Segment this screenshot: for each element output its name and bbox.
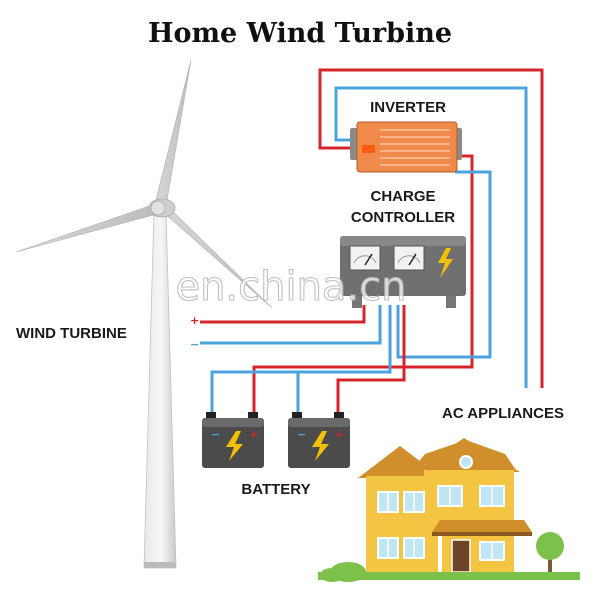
wind-turbine <box>15 59 273 569</box>
meter-right-icon <box>393 245 425 271</box>
charge-controller <box>340 236 466 308</box>
battery-1-bolt-icon <box>226 431 243 461</box>
battery-label: BATTERY <box>241 481 310 498</box>
battery-2-bolt-icon <box>312 431 329 461</box>
turbine-blade-up <box>154 59 192 207</box>
turbine-blue-wire <box>200 305 382 345</box>
inverter-dc-blue-wire <box>396 170 492 359</box>
battery-blue-main-wire <box>210 305 392 415</box>
negative-sign: − <box>190 338 199 351</box>
wiring <box>200 68 544 415</box>
ac-red-wire <box>318 68 544 388</box>
battery-red-link-wire <box>336 305 406 415</box>
battery-1: − + <box>202 412 264 468</box>
inverter-label: INVERTER <box>370 99 446 116</box>
page-title: Home Wind Turbine <box>148 18 452 49</box>
charge-controller-label-line1: CHARGE <box>370 188 435 205</box>
inverter <box>350 121 462 173</box>
wind-turbine-label: WIND TURBINE <box>16 325 127 342</box>
tree-icon <box>536 532 564 560</box>
charge-controller-label-line2: CONTROLLER <box>351 209 455 226</box>
house-door <box>451 539 471 573</box>
ground <box>318 572 580 580</box>
turbine-tower <box>143 211 177 569</box>
house-illustration <box>318 438 580 582</box>
battery-1-positive-sign: + <box>249 428 258 441</box>
ac-appliances-label: AC APPLIANCES <box>442 405 564 422</box>
watermark: en.china.cn <box>175 264 406 310</box>
battery-1-negative-sign: − <box>211 428 220 441</box>
battery-2: − + <box>288 412 350 468</box>
ac-blue-wire <box>334 86 528 388</box>
inverter-dc-red-wire <box>252 154 474 415</box>
positive-sign: + <box>190 314 199 327</box>
controller-bolt-icon <box>438 248 453 278</box>
turbine-red-wire <box>200 305 366 324</box>
battery-2-negative-sign: − <box>297 428 306 441</box>
meter-left-icon <box>349 245 381 271</box>
battery-2-positive-sign: + <box>335 428 344 441</box>
turbine-blade-left <box>15 203 158 253</box>
